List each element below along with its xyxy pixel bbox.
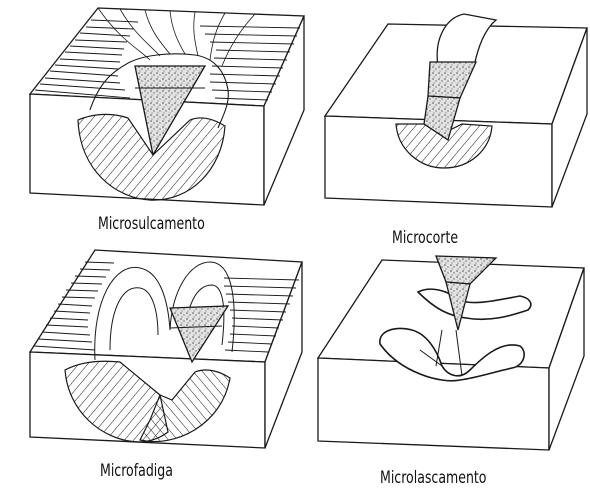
label-microsulcamento: Microsulcamento (98, 214, 205, 234)
label-microlascamento: Microlascamento (380, 468, 486, 488)
panel-microfadiga (30, 250, 302, 448)
panel-microlascamento (318, 256, 584, 450)
panel-microsulcamento (30, 8, 304, 205)
label-microfadiga: Microfadiga (100, 461, 173, 481)
label-microcorte: Microcorte (392, 228, 458, 248)
panel-microcorte (325, 14, 587, 207)
